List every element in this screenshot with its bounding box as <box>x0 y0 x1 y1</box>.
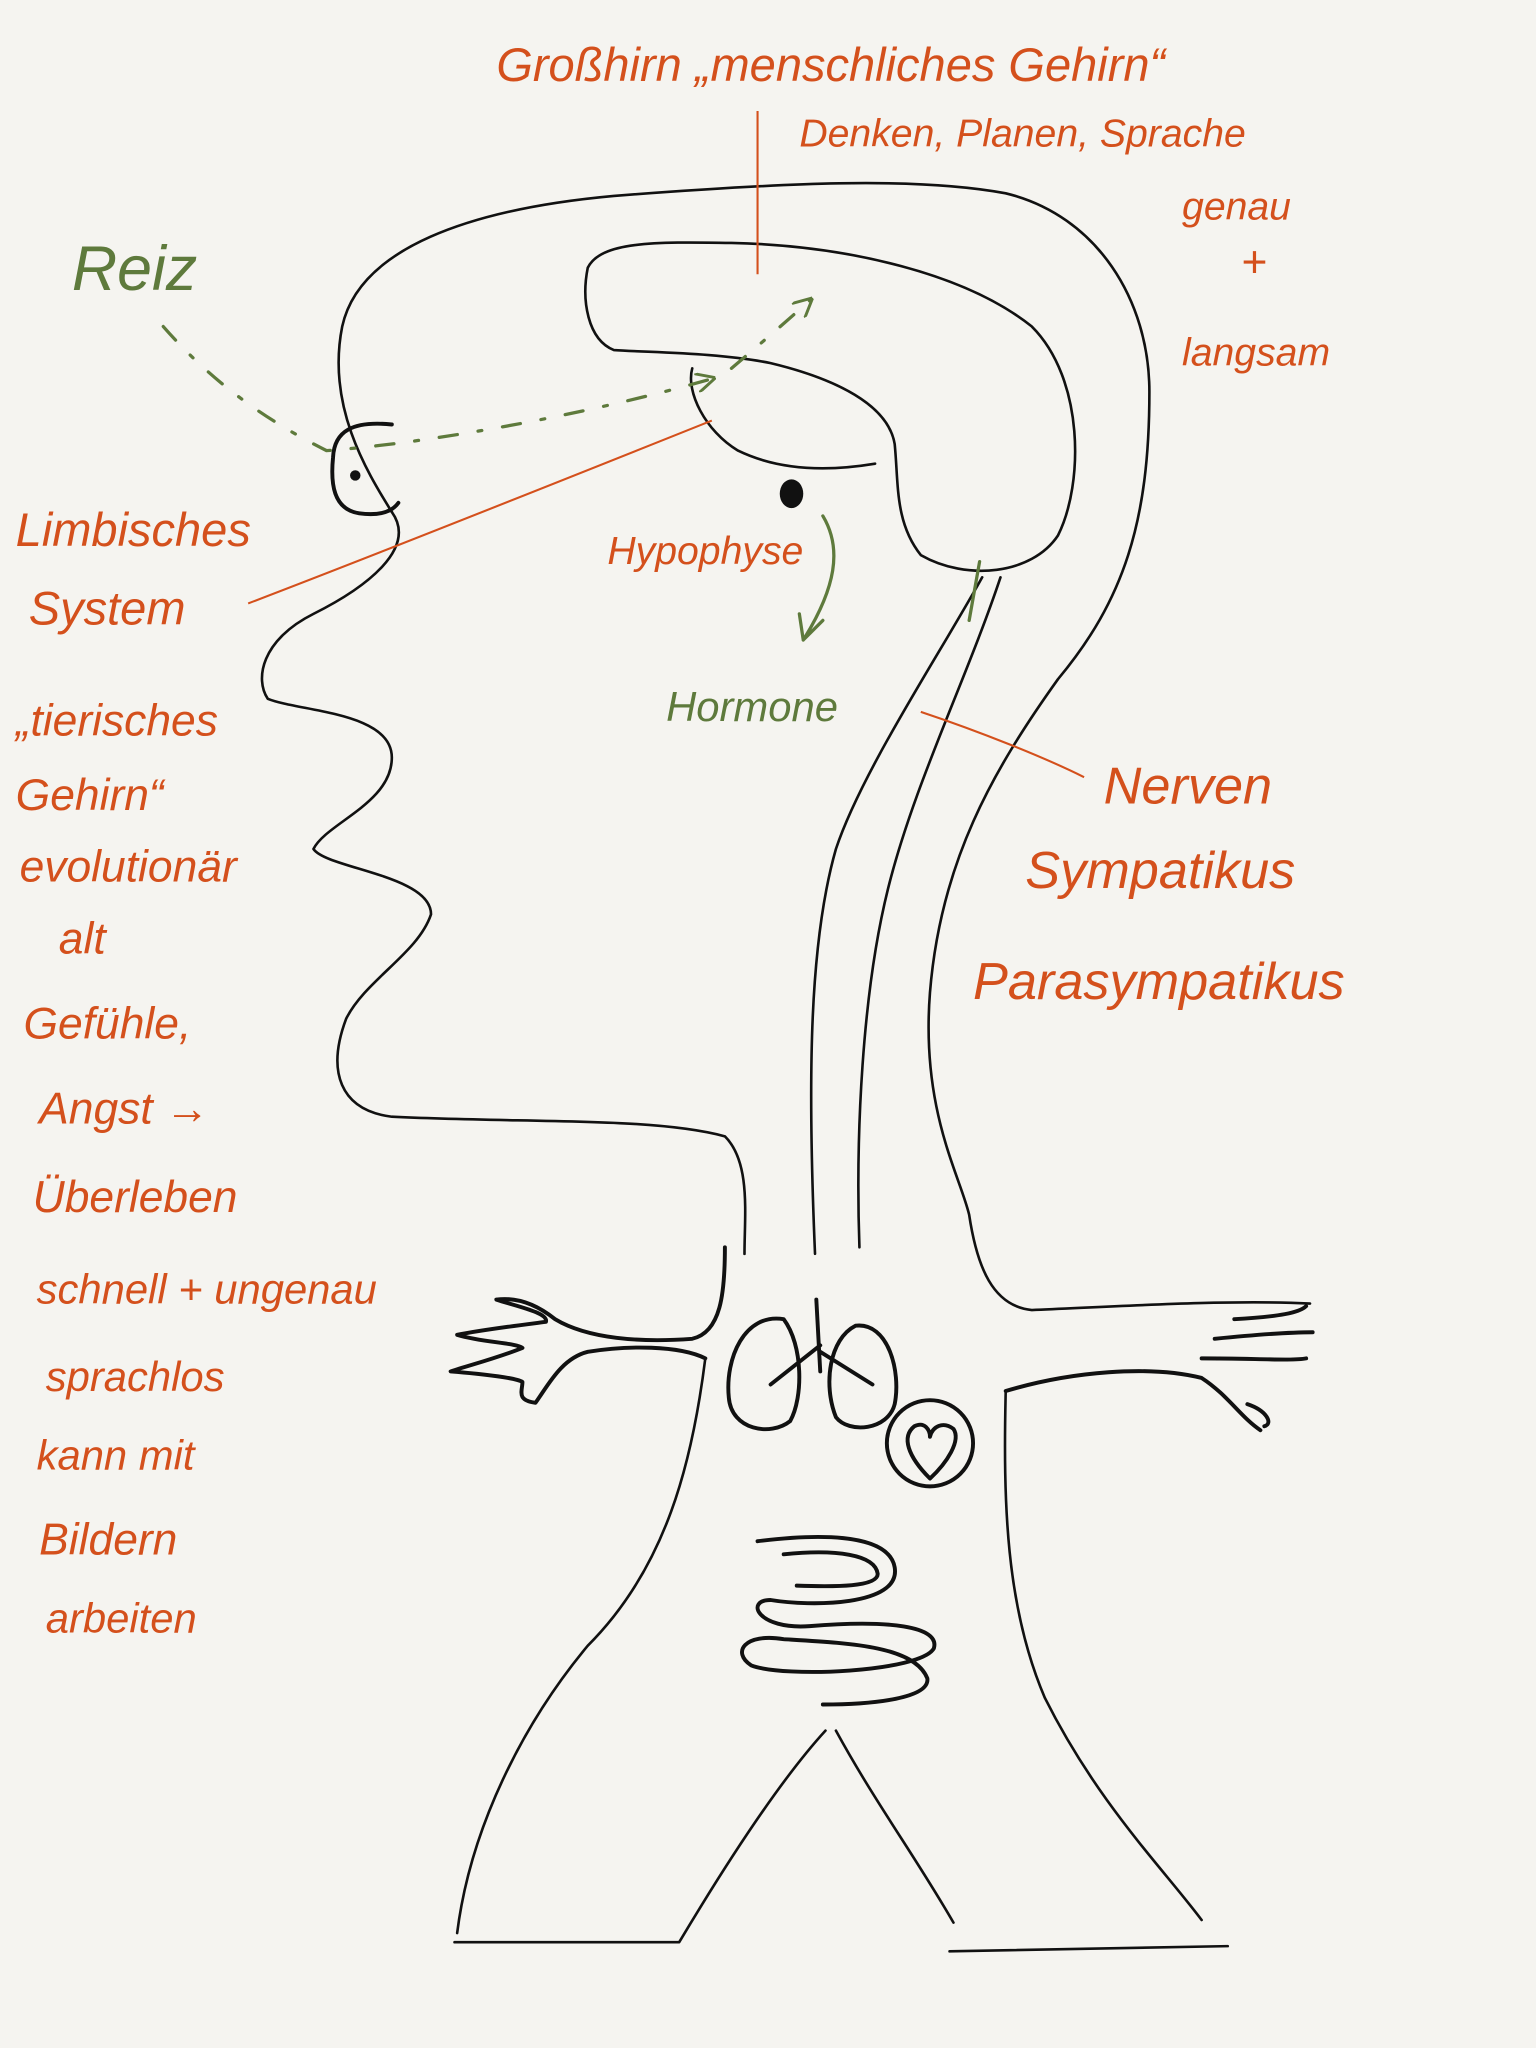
svg-text:arbeiten: arbeiten <box>46 1595 197 1642</box>
svg-text:schnell + ungenau: schnell + ungenau <box>37 1266 377 1313</box>
pituitary-label: Hypophyse <box>607 530 803 573</box>
svg-text:Angst →: Angst → <box>36 1084 209 1133</box>
pupil <box>350 470 361 481</box>
hormones-label: Hormone <box>666 683 838 730</box>
cerebrum-trait-precise: genau <box>1182 185 1291 228</box>
left-arm <box>448 1245 727 1405</box>
limbic-system <box>689 367 877 470</box>
svg-text:evolutionär: evolutionär <box>20 843 239 892</box>
nerves-label: Nerven <box>1104 757 1272 815</box>
heart-circle <box>884 1398 976 1489</box>
left-torso <box>455 1357 707 1935</box>
stimulus-label: Reiz <box>72 234 197 304</box>
cerebrum-arrow <box>729 300 809 370</box>
intestines <box>740 1535 937 1707</box>
lungs <box>726 1297 899 1432</box>
limbic-label-1: Limbisches <box>16 503 251 556</box>
heart-icon <box>905 1422 958 1481</box>
head-body-outline <box>337 181 1312 1312</box>
svg-text:Gefühle,: Gefühle, <box>24 999 192 1048</box>
pituitary-gland <box>779 479 804 509</box>
cerebrum-functions: Denken, Planen, Sprache <box>799 112 1245 155</box>
stimulus-path-arrow <box>161 324 712 453</box>
right-arm <box>1003 1304 1315 1433</box>
cerebrum-trait-plus: + <box>1241 238 1267 287</box>
limbic-description: „tierisches Gehirn“ evolutionär alt Gefü… <box>14 696 377 1641</box>
svg-text:kann mit: kann mit <box>37 1431 197 1478</box>
cerebrum-trait-slow: langsam <box>1182 332 1330 375</box>
cerebrum-outline <box>584 241 1077 573</box>
svg-text:Gehirn“: Gehirn“ <box>16 771 166 820</box>
svg-text:Bildern: Bildern <box>39 1515 177 1564</box>
nerve-arrow <box>967 560 982 623</box>
hormone-arrow <box>797 514 836 642</box>
face-profile <box>260 510 747 1256</box>
cerebrum-title: Großhirn „menschliches Gehirn“ <box>496 38 1167 91</box>
parasympathetic-label: Parasympatikus <box>973 953 1345 1011</box>
svg-text:alt: alt <box>59 914 108 963</box>
svg-text:sprachlos: sprachlos <box>46 1353 225 1400</box>
eye <box>330 421 401 517</box>
svg-text:Überleben: Überleben <box>33 1173 238 1222</box>
sympathetic-label: Sympatikus <box>1025 842 1295 900</box>
limbic-pointer <box>247 419 713 605</box>
spinal-cord <box>809 575 1002 1256</box>
nerves-pointer <box>920 710 1085 779</box>
legs <box>453 1729 1230 1953</box>
right-torso <box>1003 1389 1203 1922</box>
svg-text:„tierisches: „tierisches <box>14 696 218 745</box>
limbic-label-2: System <box>29 581 186 634</box>
